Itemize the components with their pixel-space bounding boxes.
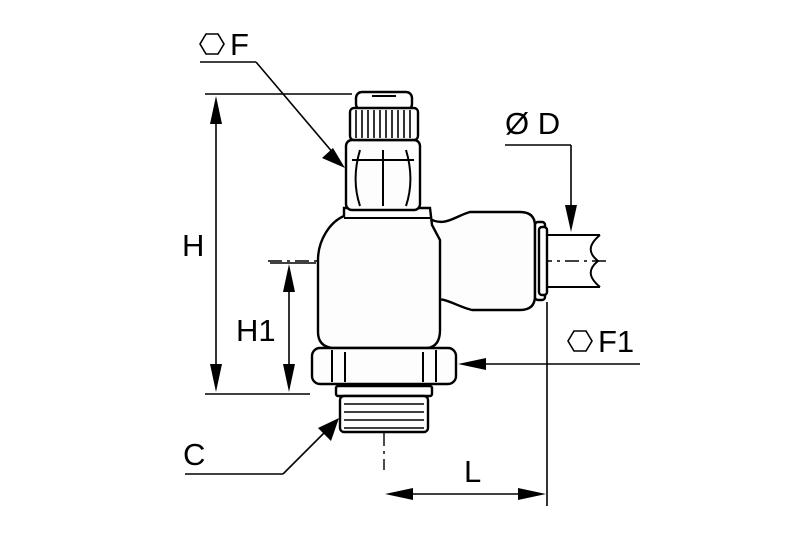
knurled-knob bbox=[348, 90, 420, 142]
tube bbox=[548, 234, 601, 288]
label-h1: H1 bbox=[236, 313, 276, 348]
label-h: H bbox=[182, 228, 204, 263]
dimension-l bbox=[385, 302, 548, 506]
leader-c bbox=[185, 418, 339, 475]
label-l: L bbox=[464, 454, 481, 489]
side-arm bbox=[426, 210, 549, 312]
dimension-h1 bbox=[270, 262, 316, 392]
main-body bbox=[316, 206, 442, 350]
dimension-h bbox=[205, 93, 352, 395]
label-d: Ø D bbox=[505, 106, 560, 141]
label-f: F bbox=[230, 27, 249, 62]
label-c: C bbox=[183, 437, 205, 472]
leader-f1 bbox=[458, 358, 640, 370]
hex-nut bbox=[310, 346, 458, 386]
thread bbox=[334, 384, 434, 434]
label-f1: F1 bbox=[598, 324, 634, 359]
leader-d bbox=[505, 144, 577, 232]
hexagon-icon bbox=[567, 330, 593, 352]
neck-hex bbox=[344, 138, 422, 212]
hexagon-icon bbox=[199, 33, 225, 55]
leader-f bbox=[200, 61, 345, 168]
